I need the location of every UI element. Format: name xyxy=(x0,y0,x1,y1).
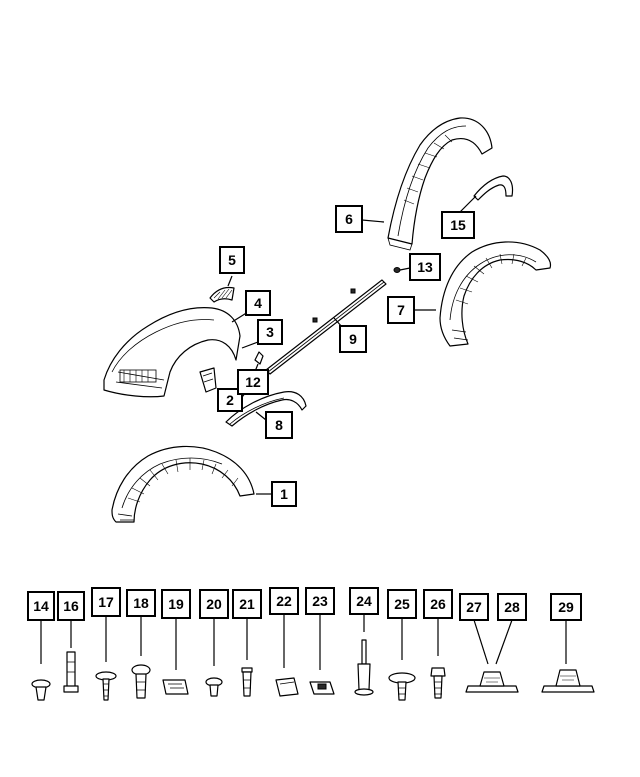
svg-text:27: 27 xyxy=(466,599,482,615)
svg-text:25: 25 xyxy=(394,596,410,612)
svg-text:8: 8 xyxy=(275,417,283,433)
callout-12: 12 xyxy=(237,369,269,395)
callout-2: 2 xyxy=(217,388,243,412)
callout-18: 18 xyxy=(126,589,156,617)
svg-text:2: 2 xyxy=(226,392,234,408)
callout-22: 22 xyxy=(269,587,299,615)
callout-16: 16 xyxy=(57,591,85,621)
callout-28: 28 xyxy=(497,593,527,621)
push-fastener-18 xyxy=(131,664,151,699)
callout-24: 24 xyxy=(349,587,379,615)
callout-6: 6 xyxy=(335,205,363,233)
svg-text:29: 29 xyxy=(558,599,574,615)
rear-wheelhouse-liner xyxy=(439,241,552,347)
callout-19: 19 xyxy=(161,589,191,619)
svg-text:23: 23 xyxy=(312,593,328,609)
flange-clip-27-28 xyxy=(465,671,519,693)
svg-text:12: 12 xyxy=(245,374,261,390)
bracket-small xyxy=(199,367,217,393)
callout-29: 29 xyxy=(550,593,582,621)
callout-21: 21 xyxy=(232,589,262,619)
callout-1: 1 xyxy=(271,481,297,507)
front-wheelhouse-liner xyxy=(111,445,255,523)
callout-26: 26 xyxy=(423,589,453,619)
grommet-13 xyxy=(393,267,401,273)
svg-text:9: 9 xyxy=(349,331,357,347)
svg-text:21: 21 xyxy=(239,596,255,612)
clip-nut-19 xyxy=(162,679,189,695)
callout-3: 3 xyxy=(257,319,283,345)
arch-molding xyxy=(225,391,307,427)
flange-clip-29 xyxy=(541,669,595,693)
push-pin-14 xyxy=(31,679,51,701)
svg-text:6: 6 xyxy=(345,211,353,227)
svg-text:1: 1 xyxy=(280,486,288,502)
svg-text:24: 24 xyxy=(356,593,372,609)
side-molding-strip xyxy=(265,279,387,375)
svg-text:4: 4 xyxy=(254,295,262,311)
front-fender-flare xyxy=(103,307,241,398)
svg-text:14: 14 xyxy=(33,598,49,614)
retainer-22 xyxy=(275,677,299,697)
clip-23 xyxy=(309,681,335,695)
clip-12 xyxy=(254,351,264,365)
callout-14: 14 xyxy=(27,591,55,621)
rear-fender-flare xyxy=(387,117,493,251)
callout-9: 9 xyxy=(339,325,367,353)
push-pin-25 xyxy=(388,672,416,701)
svg-text:22: 22 xyxy=(276,593,292,609)
callout-8: 8 xyxy=(265,411,293,439)
svg-text:13: 13 xyxy=(417,259,433,275)
rivet-16 xyxy=(63,651,79,693)
svg-text:5: 5 xyxy=(228,252,236,268)
svg-text:18: 18 xyxy=(133,595,149,611)
callout-15: 15 xyxy=(441,211,475,239)
svg-text:7: 7 xyxy=(397,302,405,318)
bolt-26 xyxy=(430,667,446,699)
fastener-21 xyxy=(241,667,253,697)
callout-17: 17 xyxy=(91,587,121,617)
svg-text:15: 15 xyxy=(450,217,466,233)
svg-text:17: 17 xyxy=(98,594,114,610)
callout-4: 4 xyxy=(245,290,271,316)
svg-text:3: 3 xyxy=(266,324,274,340)
svg-text:16: 16 xyxy=(63,598,79,614)
callout-23: 23 xyxy=(305,587,335,615)
callout-20: 20 xyxy=(199,589,229,619)
molding-piece xyxy=(473,175,514,201)
callout-25: 25 xyxy=(387,589,417,619)
callout-7: 7 xyxy=(387,296,415,324)
screw-17 xyxy=(95,671,117,701)
push-pin-20 xyxy=(205,677,223,697)
callout-5: 5 xyxy=(219,246,245,274)
svg-text:20: 20 xyxy=(206,596,222,612)
rivet-24 xyxy=(354,639,374,696)
svg-text:19: 19 xyxy=(168,596,184,612)
svg-text:28: 28 xyxy=(504,599,520,615)
trim-piece-5 xyxy=(209,286,235,303)
callout-27: 27 xyxy=(459,593,489,621)
svg-text:26: 26 xyxy=(430,596,446,612)
callout-13: 13 xyxy=(409,253,441,281)
